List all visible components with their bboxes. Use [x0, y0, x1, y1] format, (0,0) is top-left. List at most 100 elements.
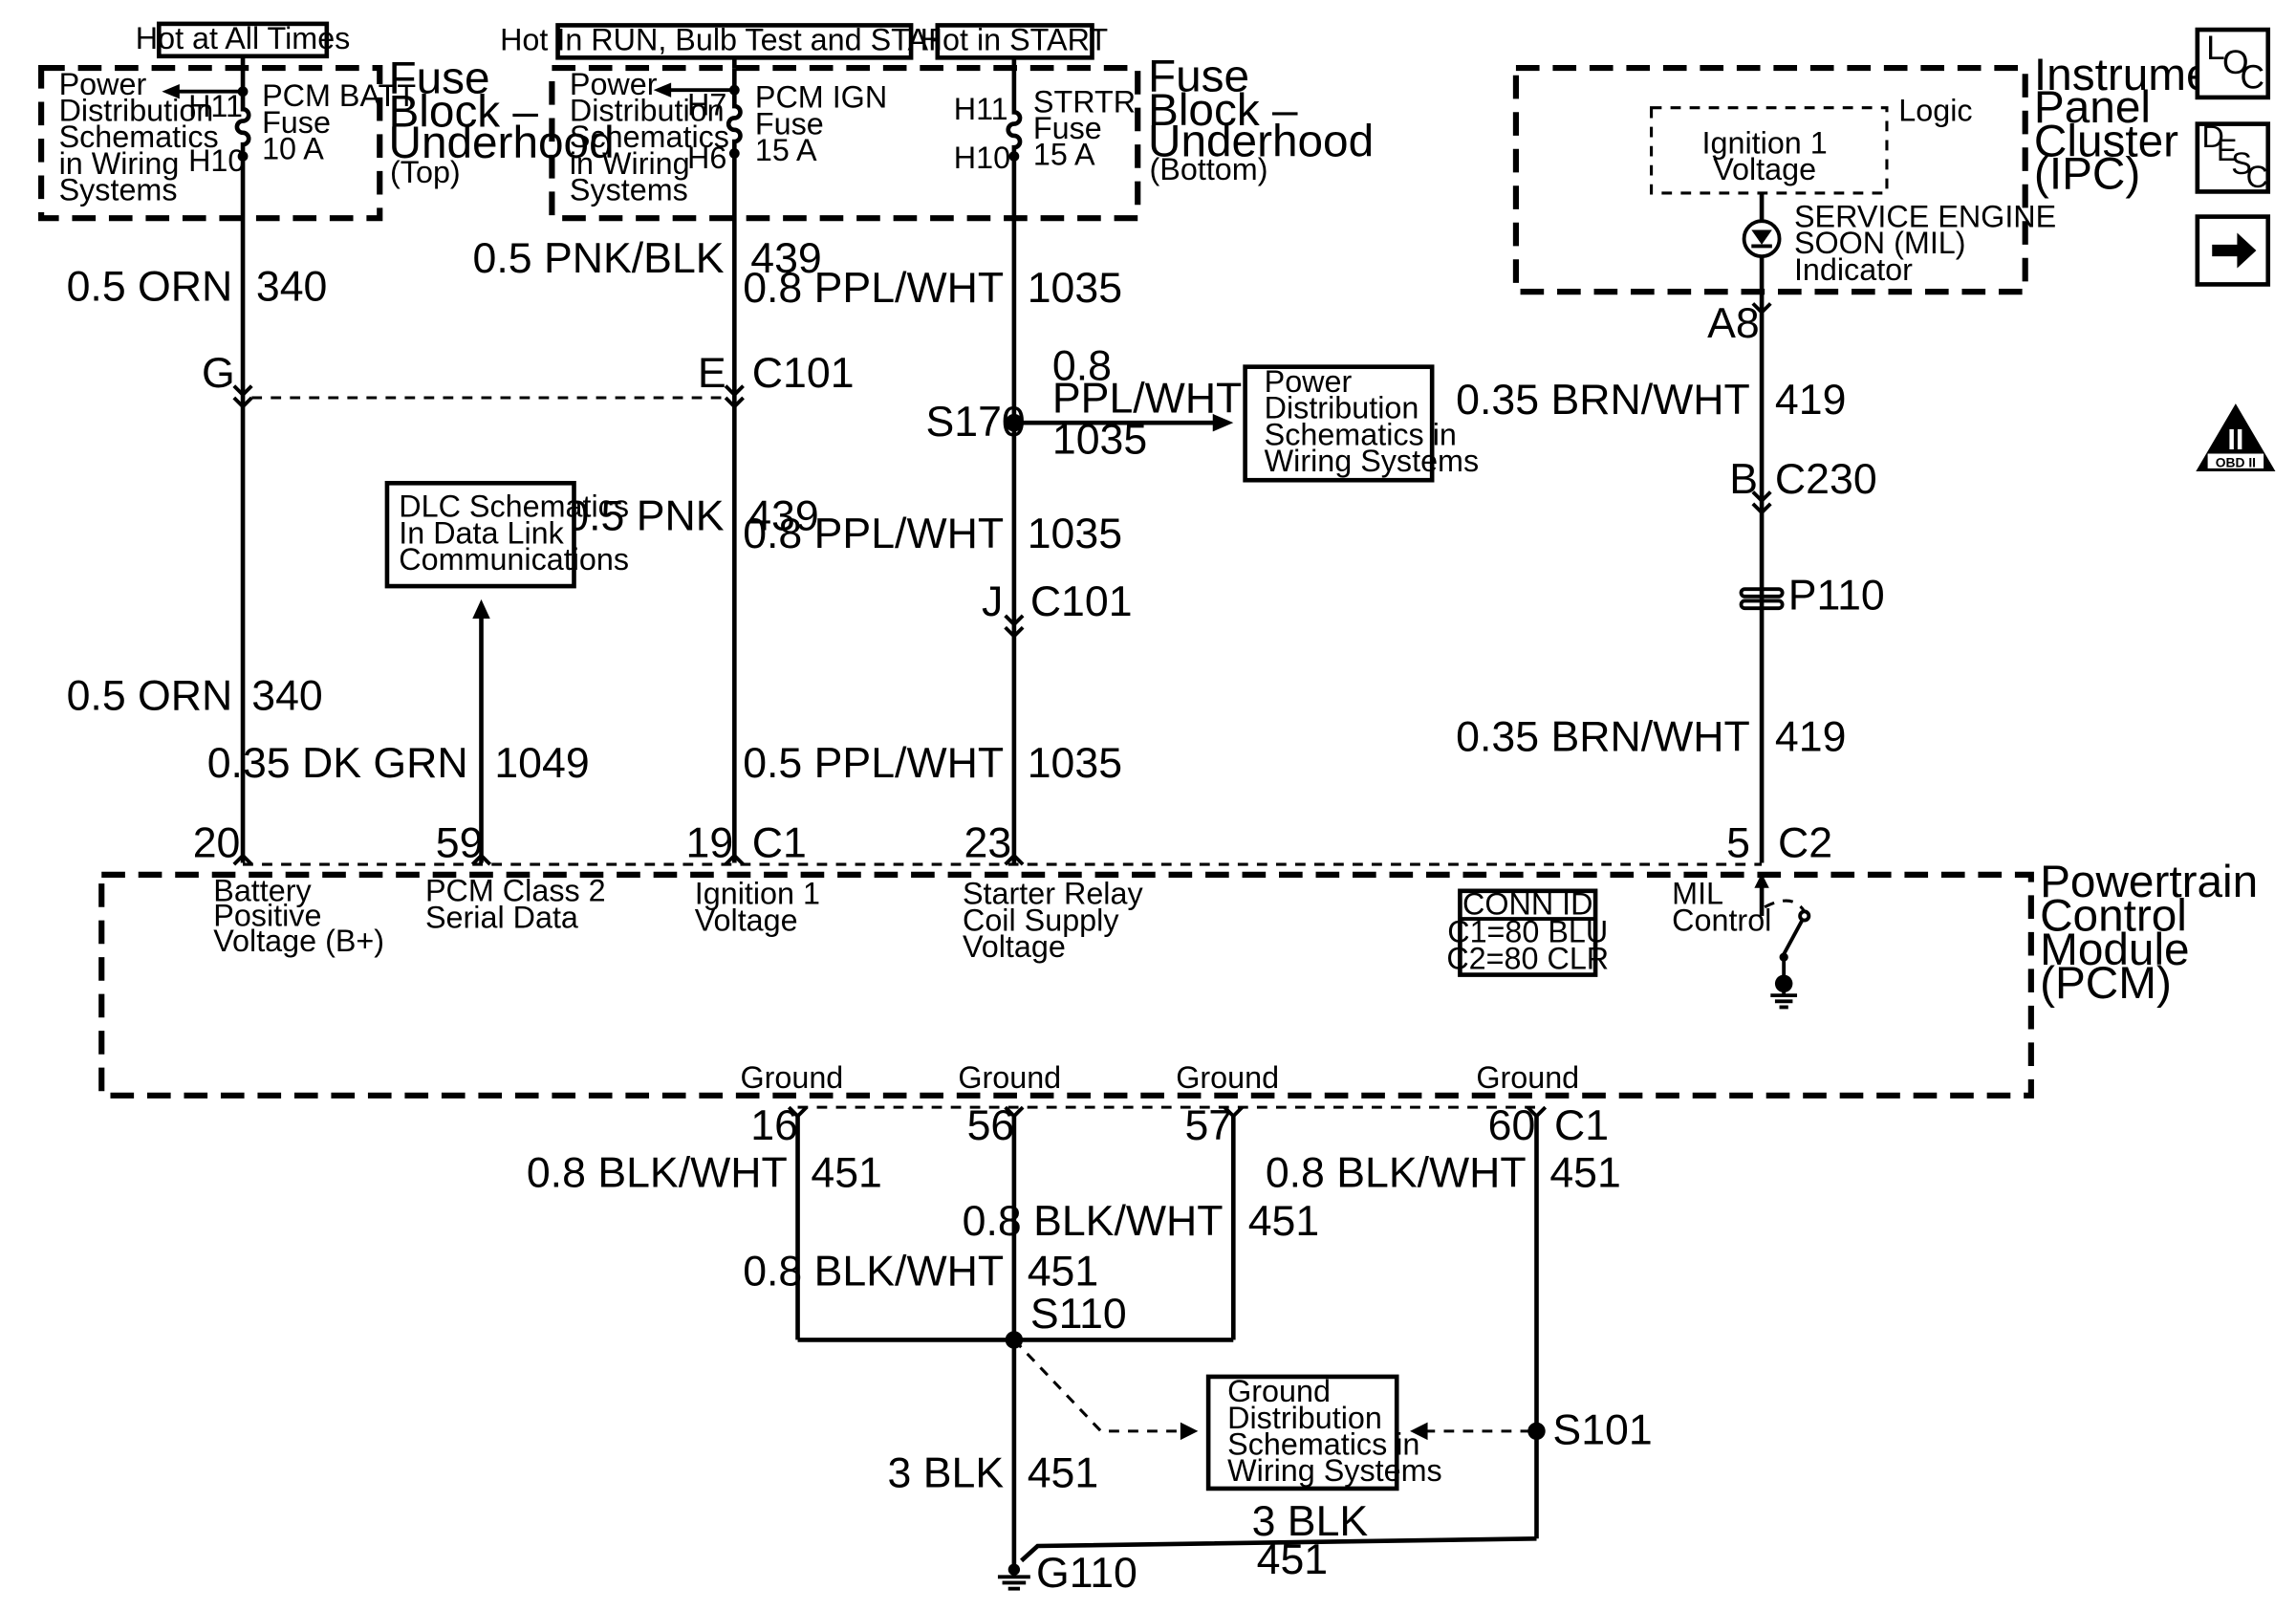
svg-text:Voltage: Voltage [963, 929, 1066, 964]
svg-text:E: E [2217, 133, 2238, 167]
pcm-title: Powertrain Control Module (PCM) [2040, 857, 2258, 1009]
ground-label-57: Ground [1176, 1060, 1279, 1095]
svg-text:451: 451 [1257, 1536, 1328, 1583]
svg-text:0.8: 0.8 [1052, 343, 1112, 390]
connector-p110-icon [1739, 587, 1785, 611]
svg-text:DLC Schematics: DLC Schematics [399, 490, 629, 524]
svg-text:451: 451 [1028, 1449, 1098, 1496]
svg-text:Schematics in: Schematics in [1227, 1427, 1419, 1462]
svg-text:(IPC): (IPC) [2034, 148, 2140, 199]
dlc-schematics-box[interactable] [384, 480, 576, 589]
svg-text:B: B [1729, 456, 1758, 503]
svg-text:0.8 BLK/WHT: 0.8 BLK/WHT [963, 1198, 1224, 1245]
svg-text:A8: A8 [1707, 300, 1760, 347]
svg-text:In Data Link: In Data Link [399, 515, 564, 550]
svg-text:(Top): (Top) [390, 155, 461, 189]
next-arrow-icon[interactable] [2195, 214, 2271, 287]
fuse-block-bottom-title: Fuse Block – Underhood (Bottom) [1148, 52, 1374, 186]
hot-at-all-times-label: Hot at All Times [136, 21, 351, 55]
dlc-schematics-label: DLC Schematics In Data Link Communicatio… [399, 490, 629, 577]
ground-label-56: Ground [958, 1060, 1061, 1095]
svg-text:1049: 1049 [494, 740, 589, 787]
svg-text:OBD II: OBD II [2216, 454, 2256, 469]
svg-text:0.5 PNK: 0.5 PNK [565, 493, 724, 540]
arrow-right-icon [1180, 1422, 1199, 1441]
svg-text:Schematics: Schematics [570, 120, 729, 154]
desc-icon[interactable]: D E S C [2195, 120, 2271, 194]
svg-text:C1: C1 [752, 819, 807, 866]
strtr-fuse-icon [1006, 68, 1023, 152]
svg-text:S170: S170 [925, 399, 1025, 446]
hot-in-start-label: Hot in START [921, 23, 1108, 57]
svg-text:3 BLK: 3 BLK [887, 1449, 1004, 1496]
arrow-left-icon [162, 84, 180, 99]
svg-text:59: 59 [436, 819, 484, 866]
mil-indicator-icon [1742, 219, 1782, 259]
svg-text:Distribution: Distribution [1227, 1401, 1382, 1435]
svg-text:Cluster: Cluster [2034, 116, 2178, 166]
power-distribution-box[interactable] [1243, 364, 1435, 483]
svg-text:15 A: 15 A [755, 133, 817, 167]
connector-c101-j-icon [1004, 614, 1025, 640]
svg-text:PCM Class 2: PCM Class 2 [425, 874, 606, 908]
svg-text:C1=80 BLU: C1=80 BLU [1447, 915, 1608, 949]
connector-c101-g-icon [232, 384, 253, 409]
pcm-class2-label: PCM Class 2 Serial Data [425, 874, 606, 935]
svg-text:Starter Relay: Starter Relay [963, 877, 1143, 911]
svg-text:Serial Data: Serial Data [425, 900, 578, 934]
loc-icon[interactable]: L O C [2195, 27, 2271, 100]
svg-text:SERVICE ENGINE: SERVICE ENGINE [1794, 199, 2056, 233]
svg-text:0.8 BLK/WHT: 0.8 BLK/WHT [527, 1149, 788, 1196]
splice-s101 [1527, 1422, 1546, 1441]
svg-text:Fuse: Fuse [262, 105, 331, 140]
svg-text:Voltage: Voltage [1713, 152, 1816, 186]
ipc-ignition-text: Ignition 1 Voltage [1702, 125, 1828, 186]
ground-distribution-box[interactable] [1205, 1374, 1399, 1491]
pcm-starter-label: Starter Relay Coil Supply Voltage [963, 877, 1143, 964]
svg-text:G110: G110 [1036, 1550, 1137, 1597]
svg-text:0.5 PNK/BLK: 0.5 PNK/BLK [473, 235, 725, 282]
svg-text:60: 60 [1488, 1102, 1536, 1149]
svg-text:C: C [2240, 58, 2264, 97]
svg-text:C101: C101 [1030, 578, 1133, 625]
svg-text:Fuse: Fuse [388, 53, 489, 103]
svg-text:Power: Power [570, 67, 658, 101]
svg-text:340: 340 [251, 672, 322, 719]
svg-text:451: 451 [811, 1149, 881, 1196]
svg-text:Fuse: Fuse [1148, 52, 1249, 102]
arrow-right-icon [1212, 413, 1234, 432]
conn-id-label: CONN ID C1=80 BLU C2=80 CLR [1446, 886, 1609, 975]
svg-text:Module: Module [2040, 925, 2190, 975]
fuse-block-top-pd-text: Power Distribution Schematics in Wiring … [59, 67, 219, 207]
svg-text:Underhood: Underhood [1148, 116, 1374, 166]
svg-text:PCM BATT: PCM BATT [262, 78, 416, 113]
svg-text:O: O [2222, 43, 2249, 81]
svg-text:0.35 DK GRN: 0.35 DK GRN [207, 740, 468, 787]
svg-text:451: 451 [1028, 1248, 1098, 1295]
svg-text:16: 16 [750, 1102, 798, 1149]
svg-text:H6: H6 [687, 141, 726, 175]
power-distribution-label: Power Distribution Schematics in Wiring … [1265, 364, 1480, 478]
hot-in-start-box [935, 23, 1094, 60]
svg-text:G: G [202, 350, 235, 397]
fuse-block-top-title: Fuse Block – Underhood (Top) [388, 53, 614, 189]
svg-text:Power: Power [1265, 364, 1353, 399]
svg-text:1035: 1035 [1052, 417, 1147, 464]
svg-text:PCM IGN: PCM IGN [755, 80, 887, 115]
svg-text:0.35 BRN/WHT: 0.35 BRN/WHT [1456, 377, 1750, 424]
hot-in-run-box [555, 23, 914, 60]
svg-text:439: 439 [747, 493, 818, 540]
pcm-pin-marks-icon [232, 853, 1025, 866]
ipc-logic-box [1650, 106, 1889, 195]
svg-text:20: 20 [193, 819, 241, 866]
arrow-left-icon [1410, 1422, 1428, 1441]
pcm-ign-fuse-icon [726, 68, 743, 149]
svg-text:Schematics in: Schematics in [1265, 417, 1457, 451]
svg-text:S110: S110 [1030, 1291, 1127, 1338]
svg-text:Voltage: Voltage [695, 903, 798, 937]
connector-c101-e-icon [724, 384, 745, 409]
ground-dist-link-left [1012, 1339, 1190, 1433]
conn-id-box [1458, 888, 1598, 977]
svg-text:5: 5 [1726, 819, 1750, 866]
